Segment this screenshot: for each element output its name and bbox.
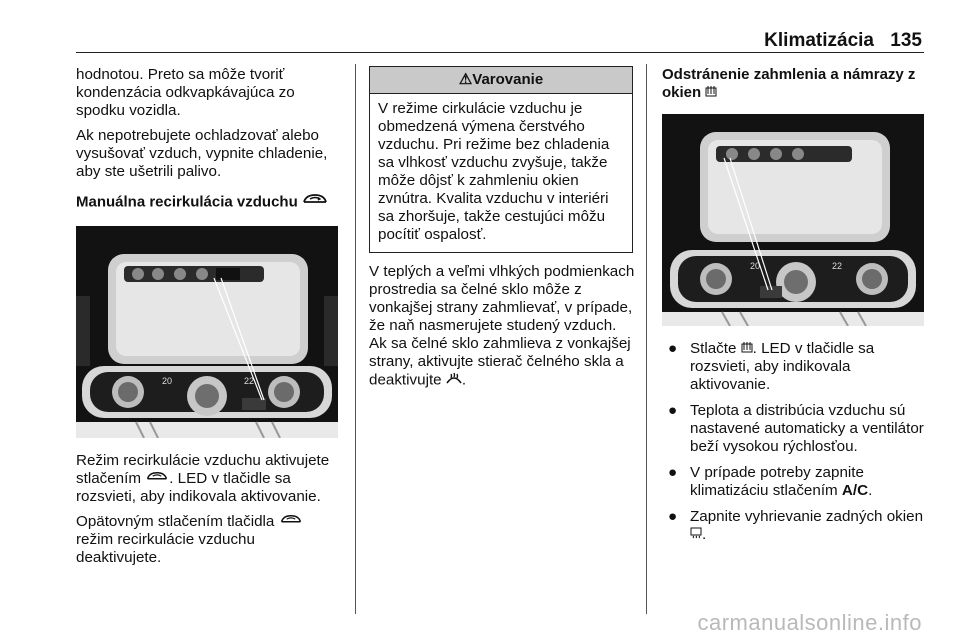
page-number: 135 <box>890 30 922 51</box>
running-header-title: Klimatizácia <box>764 30 874 51</box>
defog-button-photo: 20 22 <box>662 114 924 327</box>
section-heading-recirculation: Manuálna recirkulácia vzduchu <box>76 193 342 212</box>
rear-window-heating-icon <box>690 526 702 544</box>
column-1: hodnotou. Preto sa môže tvoriť kondenzác… <box>76 66 342 574</box>
recirculation-icon <box>279 513 303 531</box>
column-3: Odstránenie zahmlenia a námrazy z okien … <box>662 66 926 552</box>
bullet-mark: ● <box>668 464 678 482</box>
warning-triangle-icon: ⚠ <box>458 71 473 88</box>
paragraph-deactivate-recirculation: Opätovným stlačením tlačidla režim recir… <box>76 513 342 567</box>
list-item: ● V prípade potreby zapnite klimatizáciu… <box>668 464 873 500</box>
bullet-mark: ● <box>668 508 678 526</box>
bullet-mark: ● <box>668 340 678 358</box>
recirculation-icon <box>145 470 169 488</box>
section-heading-defog: Odstránenie zahmlenia a námrazy z okien <box>662 66 916 102</box>
recirculation-button-photo: 20 22 <box>76 226 338 438</box>
column-divider-2 <box>646 64 647 614</box>
panel-left-temp: 20 <box>750 261 760 271</box>
warning-box: ⚠Varovanie V režime cirkulácie vzduchu j… <box>369 66 633 253</box>
header-rule <box>76 52 924 53</box>
paragraph-activate-recirculation: Režim recirkulácie vzduchu aktivujete st… <box>76 452 330 506</box>
list-item: ● Teplota a distribúcia vzduchu sú nasta… <box>668 402 924 456</box>
warning-text: V režime cirkulácie vzduchu je obmedzená… <box>378 100 610 243</box>
watermark: carmanualsonline.info <box>697 610 922 635</box>
panel-right-temp: 22 <box>832 261 842 271</box>
column-divider-1 <box>355 64 356 614</box>
paragraph-save-fuel: Ak nepotrebujete ochladzovať alebo vysuš… <box>76 127 328 180</box>
ac-label: A/C <box>841 482 869 500</box>
windscreen-defrost-icon <box>446 371 462 390</box>
paragraph-condensation: hodnotou. Preto sa môže tvoriť kondenzác… <box>76 66 295 119</box>
defog-steps-list: ● Stlačte . LED v tlačidle sa rozsvieti,… <box>662 340 926 544</box>
panel-left-temp: 20 <box>162 376 172 386</box>
defrost-icon <box>705 84 717 102</box>
recirculation-icon <box>302 193 328 212</box>
list-item: ● Zapnite vyhrievanie zadných okien . <box>668 508 924 544</box>
column-2: ⚠Varovanie V režime cirkulácie vzduchu j… <box>369 66 635 397</box>
panel-right-temp: 22 <box>244 376 254 386</box>
paragraph-windscreen-fogging: V teplých a veľmi vlhkých podmienkach pr… <box>369 263 635 390</box>
list-item: ● Stlačte . LED v tlačidle sa rozsvieti,… <box>668 340 875 394</box>
bullet-mark: ● <box>668 402 678 420</box>
warning-header: ⚠Varovanie <box>370 67 632 94</box>
defrost-icon <box>741 340 753 358</box>
